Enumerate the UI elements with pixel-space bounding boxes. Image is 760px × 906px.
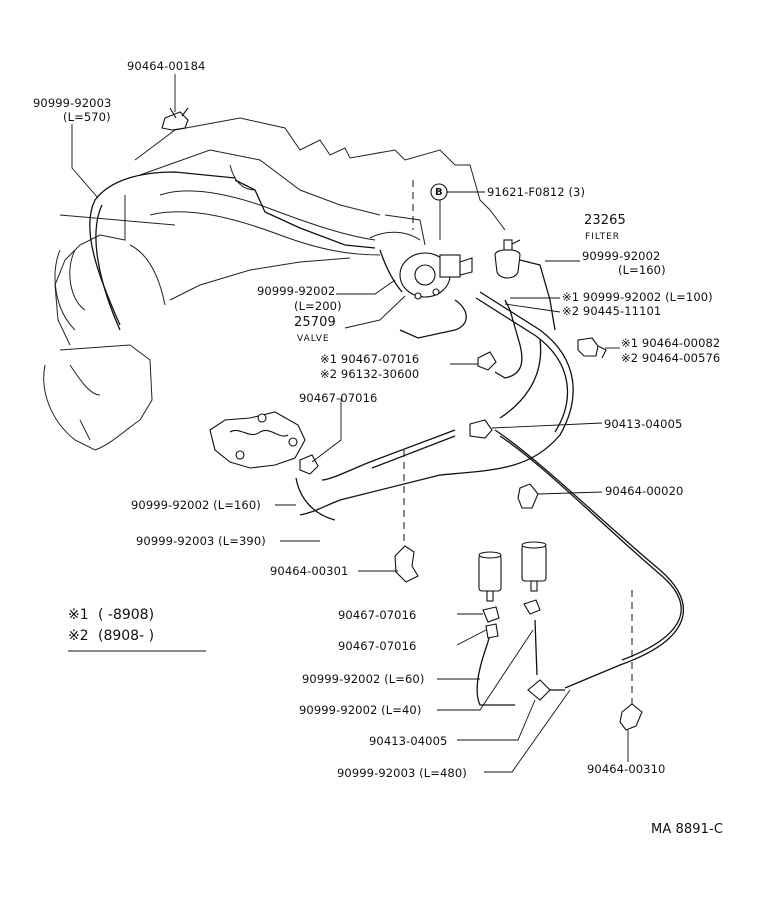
label-clamp-2: ※2 96132-30600	[320, 367, 420, 381]
clamp-00020-part	[517, 483, 539, 509]
carburetor-part	[209, 411, 306, 469]
label-hose-160-top-length: (L=160)	[618, 263, 666, 277]
clamp-right-small	[477, 351, 497, 371]
label-clamp-90467-c: 90467-07016	[338, 639, 417, 653]
label-valve-no: 25709	[294, 315, 336, 330]
label-hose-40: 90999-92002 (L=40)	[299, 703, 422, 717]
label-hose-570-length: (L=570)	[63, 110, 111, 124]
label-b-marker: B	[435, 187, 443, 198]
label-filter-no: 23265	[584, 213, 626, 228]
valve-part	[399, 252, 473, 300]
label-union-upper: 90413-04005	[604, 417, 683, 431]
label-clamp-90467-b: 90467-07016	[338, 608, 417, 622]
label-clamp-00310: 90464-00310	[587, 762, 666, 776]
label-clip-1: ※1 90464-00082	[621, 336, 721, 350]
label-clamp-1: ※1 90467-07016	[320, 352, 420, 366]
legend-row2-range: (8908- )	[98, 628, 155, 644]
clamp-carb	[299, 454, 319, 475]
legend-row1-range: ( -8908)	[98, 607, 155, 623]
canister-left	[478, 551, 502, 602]
clamp-00301-part	[394, 545, 419, 583]
diagram-code: MA 8891-C	[651, 822, 723, 837]
label-clamp-90467-a: 90467-07016	[299, 391, 378, 405]
label-hose-alt-100: ※2 90445-11101	[562, 304, 662, 318]
union-upper-part	[469, 419, 493, 439]
label-hose-390: 90999-92003 (L=390)	[136, 534, 266, 548]
dashed-guides	[403, 180, 633, 710]
engine-outline	[43, 117, 506, 451]
label-filter-name: FILTER	[585, 232, 621, 242]
label-union-lower: 90413-04005	[369, 734, 448, 748]
union-lower-part	[527, 679, 551, 701]
hose-lines	[89, 171, 685, 706]
clip-part	[577, 337, 607, 359]
canister-right	[521, 541, 547, 592]
label-clamp-00020: 90464-00020	[605, 484, 684, 498]
clamp-00310-part	[619, 703, 643, 731]
label-hose-60: 90999-92002 (L=60)	[302, 672, 425, 686]
legend-row1-mark: ※1	[68, 607, 89, 623]
label-hose-480: 90999-92003 (L=480)	[337, 766, 467, 780]
clamp-top-part	[161, 107, 189, 131]
label-clamp-top: 90464-00184	[127, 59, 206, 73]
label-hose-200-length: (L=200)	[294, 299, 342, 313]
legend-row2-mark: ※2	[68, 628, 89, 644]
clamps-lower	[482, 599, 541, 639]
leader-lines	[71, 74, 629, 773]
label-hose-160-mid: 90999-92002 (L=160)	[131, 498, 261, 512]
label-hose-160-top-part: 90999-92002	[582, 249, 661, 263]
label-bracket-b: 91621-F0812 (3)	[487, 185, 586, 199]
label-clip-2: ※2 90464-00576	[621, 351, 721, 365]
label-hose-570-part: 90999-92003	[33, 96, 112, 110]
filter-part	[494, 239, 521, 279]
label-valve-name: VALVE	[297, 334, 330, 344]
label-clamp-00301: 90464-00301	[270, 564, 349, 578]
label-hose-100: ※1 90999-92002 (L=100)	[562, 290, 713, 304]
label-hose-200-part: 90999-92002	[257, 284, 336, 298]
